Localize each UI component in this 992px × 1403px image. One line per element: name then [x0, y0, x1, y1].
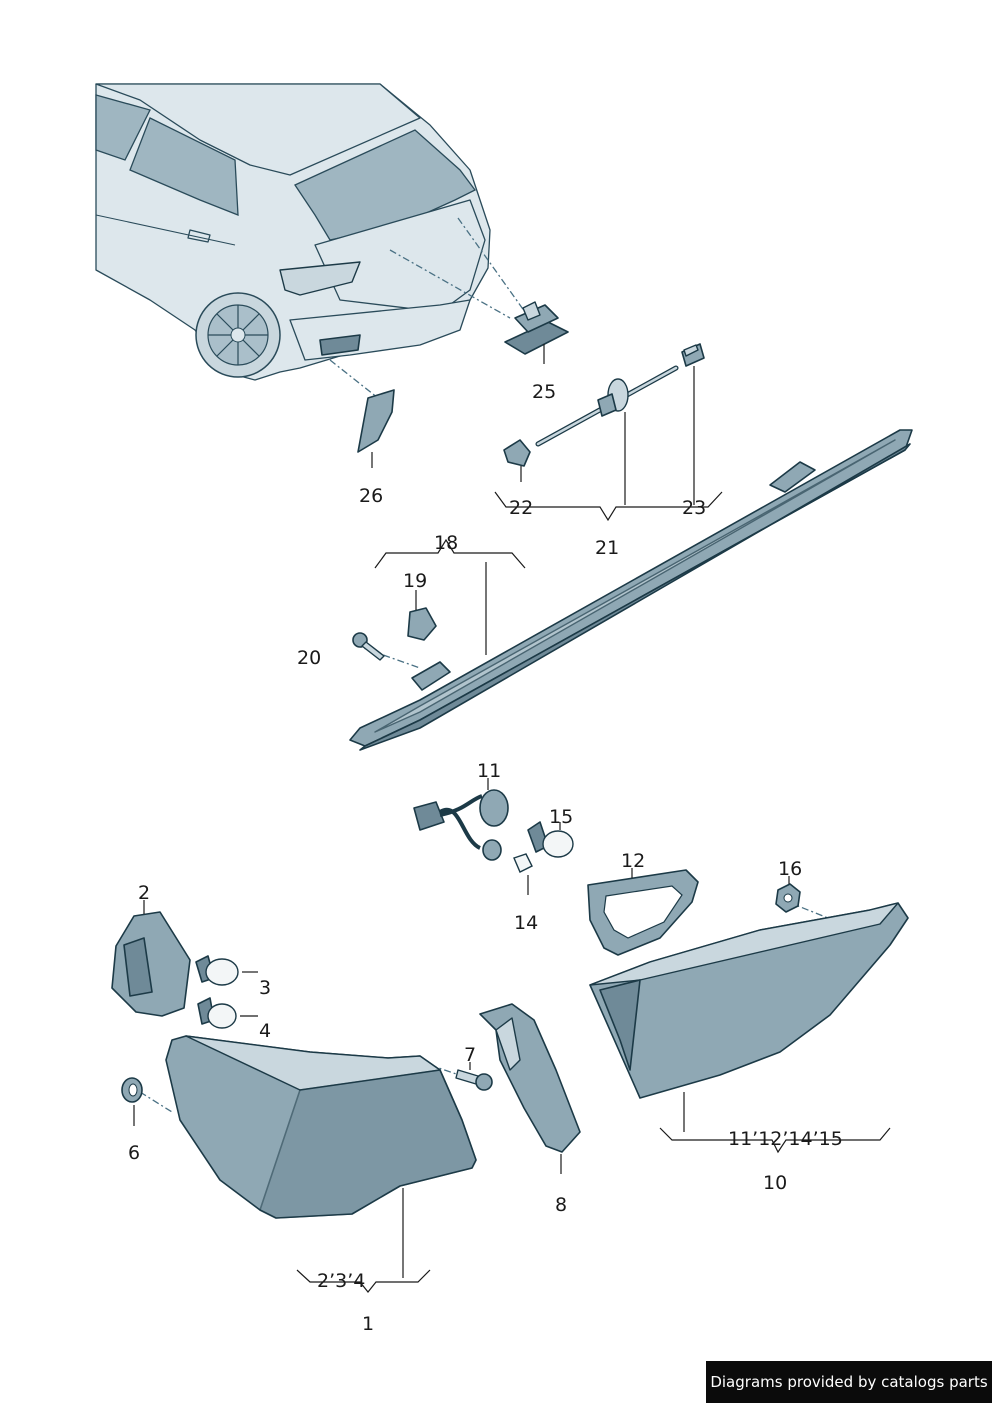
part-21-cable-set: 22 23 21 — [494, 343, 723, 559]
part-1-outer-tail-light: 2’3’4 1 — [165, 1035, 477, 1335]
part-14-bulb: 14 — [513, 853, 538, 934]
part-19-clip: 19 — [403, 570, 437, 641]
car-rear-view — [95, 83, 491, 381]
label-10-sub: 11’12’14’15 — [728, 1128, 843, 1150]
label-8: 8 — [555, 1194, 567, 1216]
label-16: 16 — [778, 858, 802, 880]
label-3: 3 — [259, 977, 271, 999]
part-4-bulb: 4 — [197, 997, 271, 1042]
part-25-plate-lamp: 25 — [504, 301, 569, 403]
label-18: 18 — [434, 532, 458, 554]
label-22: 22 — [509, 497, 533, 519]
label-23: 23 — [682, 497, 706, 519]
label-4: 4 — [259, 1020, 271, 1042]
label-12: 12 — [621, 850, 645, 872]
label-1-sub: 2’3’4 — [317, 1270, 365, 1292]
part-15-bulb: 15 — [527, 806, 574, 858]
part-20-screw: 20 — [297, 632, 385, 669]
part-2-bulb-carrier: 2 — [111, 882, 191, 1017]
label-1: 1 — [362, 1313, 374, 1335]
label-6: 6 — [128, 1142, 140, 1164]
footer-credit: Diagrams provided by catalogs parts — [706, 1361, 992, 1403]
part-12-gasket: 12 — [587, 850, 699, 956]
part-8-bracket: 8 — [479, 1003, 581, 1216]
part-6-grommet: 6 — [121, 1077, 143, 1164]
label-26: 26 — [359, 485, 383, 507]
label-7: 7 — [464, 1044, 476, 1066]
label-14: 14 — [514, 912, 538, 934]
label-11: 11 — [477, 760, 501, 782]
part-11-bulb-socket: 11 — [413, 760, 509, 861]
label-2: 2 — [138, 882, 150, 904]
part-18-trim-bar: 18 — [349, 429, 913, 751]
label-20: 20 — [297, 647, 321, 669]
part-26-cover: 26 — [357, 389, 395, 507]
part-16-nut: 16 — [775, 858, 802, 913]
label-25: 25 — [532, 381, 556, 403]
label-21: 21 — [595, 537, 619, 559]
part-7-screw: 7 — [455, 1044, 493, 1091]
label-10: 10 — [763, 1172, 787, 1194]
label-15: 15 — [549, 806, 573, 828]
part-10-inner-tail-light: 11’12’14’15 10 — [589, 902, 909, 1194]
part-3-bulb: 3 — [195, 955, 271, 999]
label-19: 19 — [403, 570, 427, 592]
